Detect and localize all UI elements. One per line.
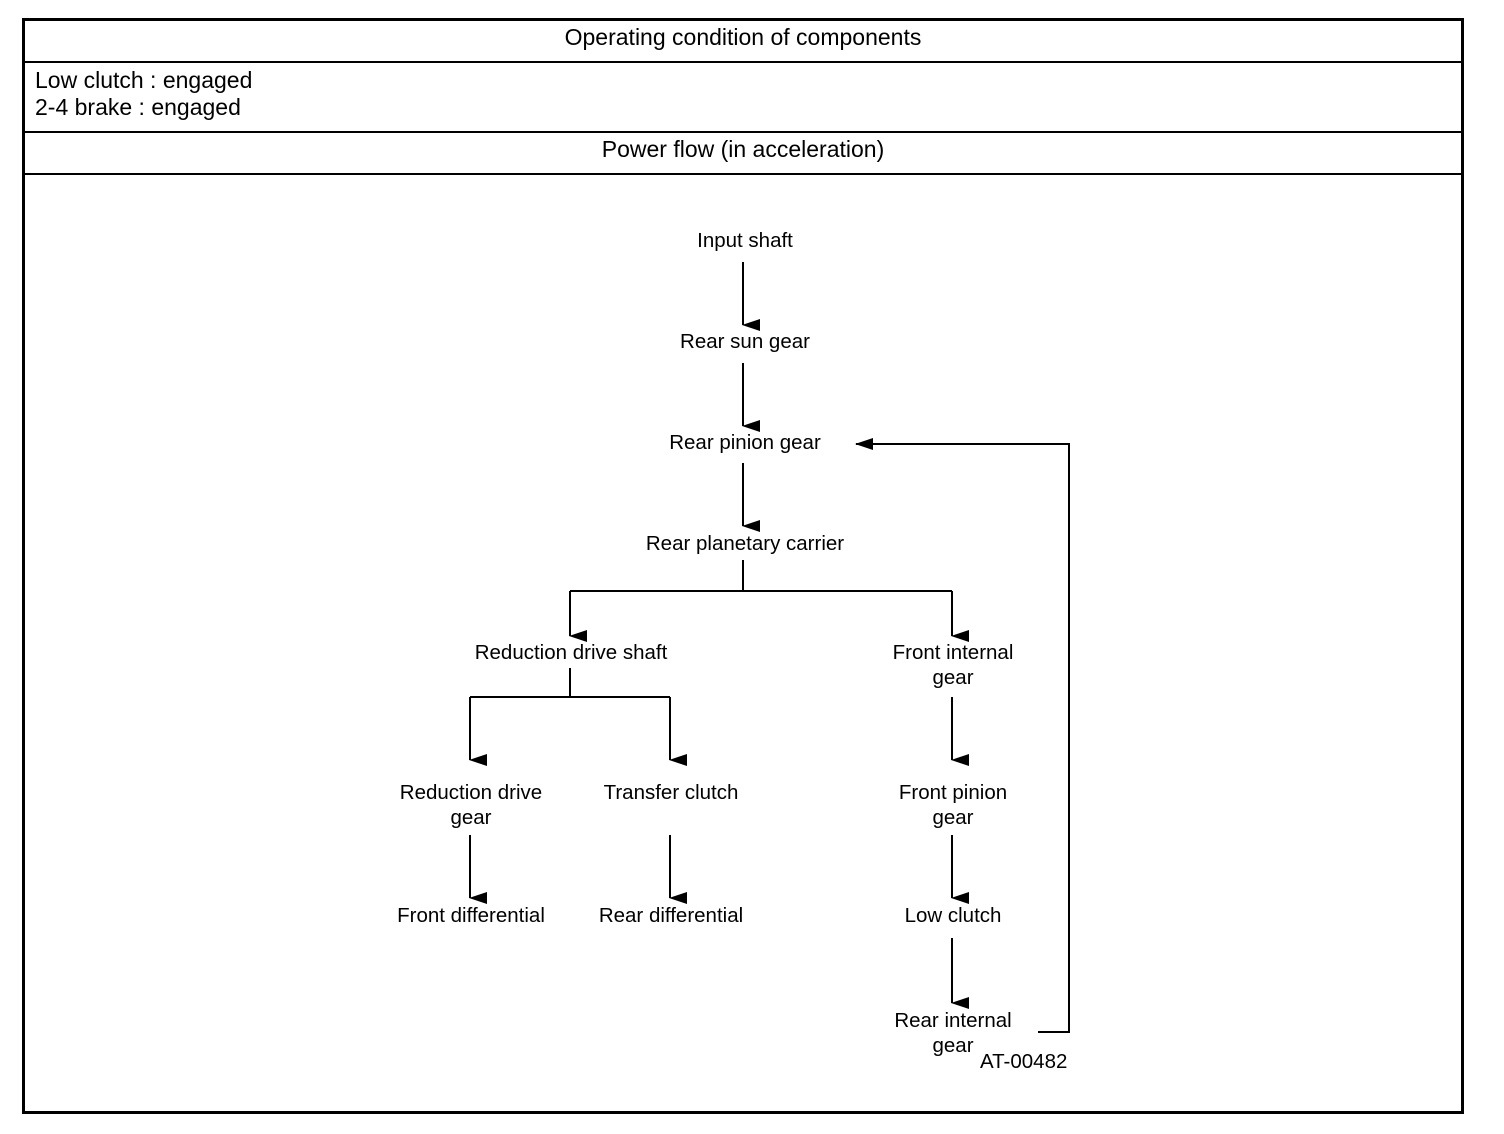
node-line: Front pinion [898, 781, 1008, 804]
table-frame: Operating condition of components Low cl… [22, 18, 1464, 1114]
divider [25, 61, 1461, 63]
node-rear-pinion-gear: Rear pinion gear [669, 431, 821, 454]
node-front-internal-gear: Front internal gear [893, 640, 1014, 690]
node-rear-planetary-carrier: Rear planetary carrier [645, 532, 845, 555]
node-line: Reduction drive [399, 781, 543, 804]
node-line: Front internal [892, 641, 1014, 664]
node-reduction-drive-gear: Reduction drive gear [400, 780, 542, 830]
node-line: gear [450, 806, 492, 829]
node-transfer-clutch: Transfer clutch [603, 781, 739, 804]
node-low-clutch: Low clutch [904, 904, 1002, 927]
node-line: gear [932, 1034, 974, 1057]
figure-id: AT-00482 [980, 1050, 1068, 1073]
node-front-pinion-gear: Front pinion gear [899, 780, 1007, 830]
node-line: Rear internal [894, 1009, 1012, 1032]
node-front-differential: Front differential [397, 904, 545, 927]
condition-2-4-brake: 2-4 brake : engaged [35, 94, 241, 120]
node-rear-internal-gear: Rear internal gear [894, 1008, 1011, 1058]
divider [25, 173, 1461, 175]
divider [25, 131, 1461, 133]
condition-low-clutch: Low clutch : engaged [35, 67, 253, 93]
operating-condition-header: Operating condition of components [564, 24, 922, 50]
node-line: gear [932, 806, 974, 829]
node-reduction-drive-shaft: Reduction drive shaft [474, 641, 668, 664]
node-rear-differential: Rear differential [598, 904, 744, 927]
node-line: gear [932, 666, 974, 689]
power-flow-header: Power flow (in acceleration) [601, 136, 885, 162]
feedback-arrow-to-rear-pinion [855, 438, 1070, 1033]
node-rear-sun-gear: Rear sun gear [680, 330, 810, 353]
node-input-shaft: Input shaft [697, 229, 793, 252]
